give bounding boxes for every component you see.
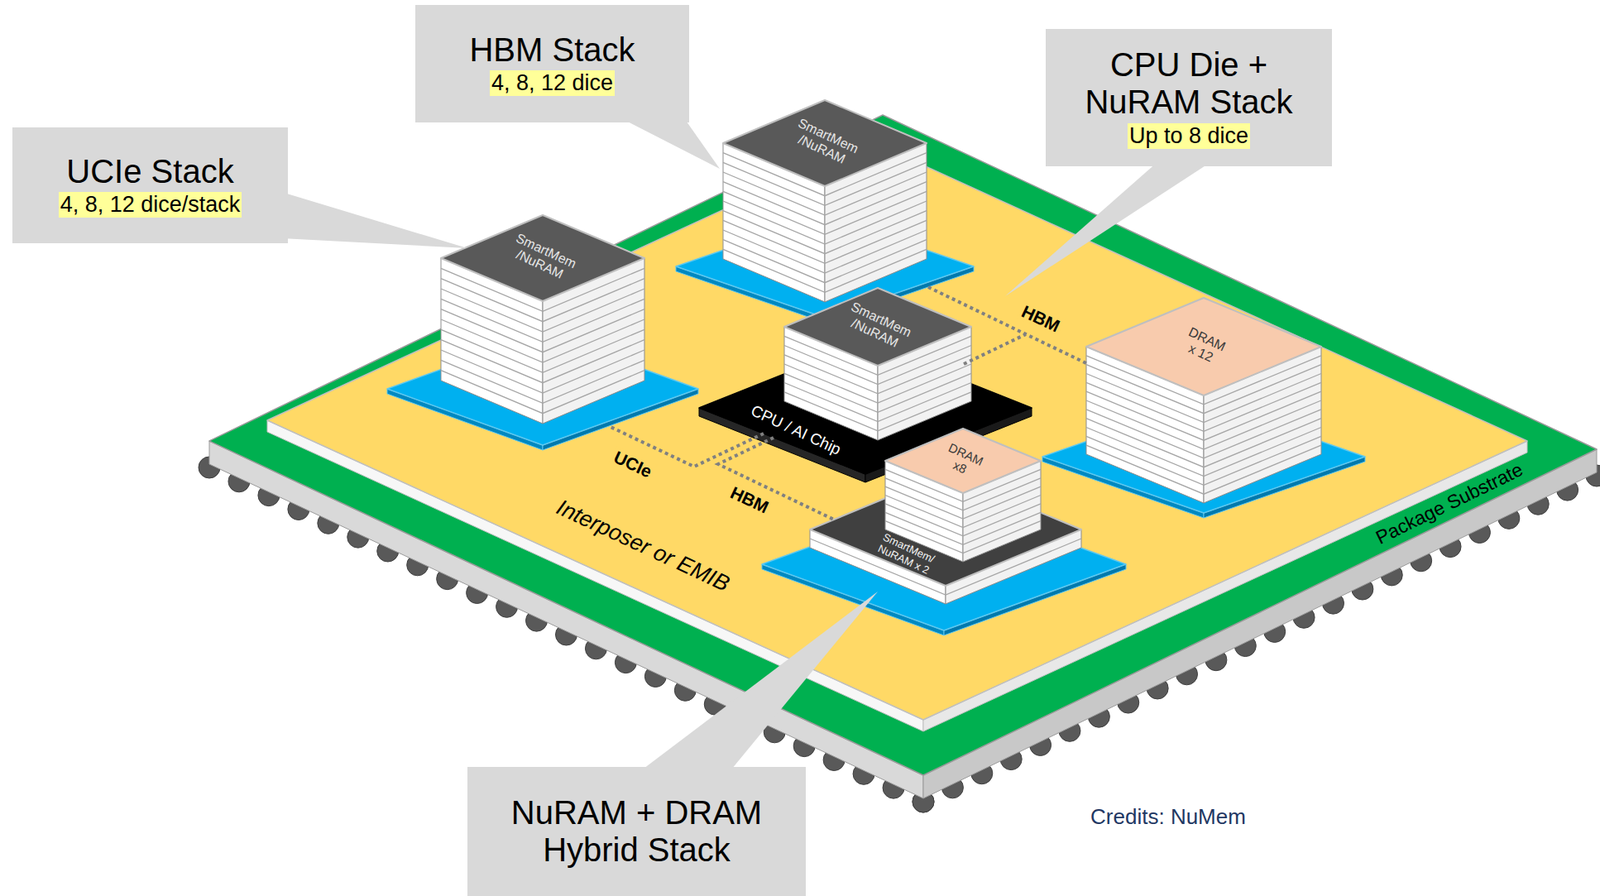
callout-heading: UCIe Stack xyxy=(66,153,234,191)
hbm-stack-layer-line xyxy=(723,201,927,245)
callout-tail xyxy=(616,115,720,169)
ucie-stack-layer-line xyxy=(440,298,645,342)
dram-hybrid-stack-top xyxy=(885,428,1041,494)
dram-hybrid-stack-layer-line xyxy=(885,503,1041,537)
package-substrate-top xyxy=(209,114,1597,776)
dotted-link xyxy=(963,334,1087,365)
link-label: HBM xyxy=(1016,300,1066,337)
callout-tail xyxy=(281,191,468,249)
link-label: UCIe xyxy=(608,445,658,483)
callout-box: NuRAM + DRAM Hybrid Stack xyxy=(467,766,806,896)
memory-stack: SmartMem /NuRAM xyxy=(387,215,699,446)
stack-label: CPU / AI Chip xyxy=(747,401,844,459)
credit-note: Credits: NuMem xyxy=(1090,804,1246,829)
stack-label: SmartMem/ NuRAM x 2 xyxy=(871,529,940,579)
stack-label: DRAM x8 xyxy=(937,438,989,483)
link-label: HBM xyxy=(725,481,775,518)
hbm-stack-layer-line xyxy=(723,182,927,226)
hbm-stack-layer-line xyxy=(723,239,927,283)
callout-box: CPU Die + NuRAM StackUp to 8 dice xyxy=(1045,28,1332,167)
callout-box: HBM Stack4, 8, 12 dice xyxy=(415,4,690,123)
callout-heading: CPU Die + NuRAM Stack xyxy=(1058,46,1319,121)
dram-stack-layer-line xyxy=(1086,435,1322,485)
memory-stack: SmartMem /NuRAM xyxy=(675,100,974,318)
substrate-label: Package Substrate xyxy=(1372,459,1527,549)
dram-stack-layer-line xyxy=(1086,427,1322,477)
ucie-stack-layer-line xyxy=(440,349,645,393)
cpu-nuram-stack-layer-line xyxy=(784,373,972,412)
ucie-stack-layer-line xyxy=(440,309,645,353)
ucie-stack-top xyxy=(440,215,645,302)
ucie-stack-layer-line xyxy=(440,359,645,403)
hbm-stack-layer-line xyxy=(723,191,927,235)
highlight-note: 4, 8, 12 dice xyxy=(489,70,615,96)
hbm-stack-layer-line xyxy=(723,229,927,274)
dram-hybrid-stack-layer-line xyxy=(885,512,1041,545)
callout-heading: HBM Stack xyxy=(469,31,635,69)
interposer-label: Interposer or EMIB xyxy=(552,495,733,598)
cpu-nuram-stack-layer-line xyxy=(784,364,972,403)
ucie-stack-layer-line xyxy=(440,329,645,373)
cpu-nuram-stack-layer-line xyxy=(784,383,972,422)
hbm-stack-layer-line xyxy=(723,249,927,293)
memory-stack: SmartMem /NuRAM xyxy=(784,287,972,441)
interposer-top xyxy=(267,141,1528,720)
memory-slab: SmartMem/ NuRAM x 2 xyxy=(761,473,1126,631)
dram-stack: DRAM x 12 xyxy=(1042,297,1366,513)
callout-heading: NuRAM + DRAM Hybrid Stack xyxy=(480,794,793,869)
cpu-nuram-stack-top xyxy=(784,287,972,366)
callout-tail xyxy=(1005,161,1212,297)
stack-label: DRAM x 12 xyxy=(1176,322,1232,370)
cpu-nuram-stack-layer-line xyxy=(784,392,972,432)
stack-label: SmartMem /NuRAM xyxy=(779,110,871,175)
dram-stack-layer-line xyxy=(1086,445,1322,494)
ucie-stack-layer-line xyxy=(440,340,645,384)
hbm-stack-layer-line xyxy=(723,210,927,254)
dram-stack-top xyxy=(1086,297,1322,396)
highlight-note: 4, 8, 12 dice/stack xyxy=(58,191,243,218)
stack-label: SmartMem /NuRAM xyxy=(832,294,924,359)
hbm-stack-layer-line xyxy=(723,220,927,264)
callout-tail xyxy=(637,591,878,774)
hbm-stack-top xyxy=(723,100,927,187)
ucie-stack-layer-line xyxy=(440,319,645,363)
stack-label: SmartMem /NuRAM xyxy=(497,225,589,290)
ucie-stack-layer-line xyxy=(440,370,645,414)
highlight-note: Up to 8 dice xyxy=(1127,123,1251,149)
callout-box: UCIe Stack4, 8, 12 dice/stack xyxy=(12,127,288,244)
